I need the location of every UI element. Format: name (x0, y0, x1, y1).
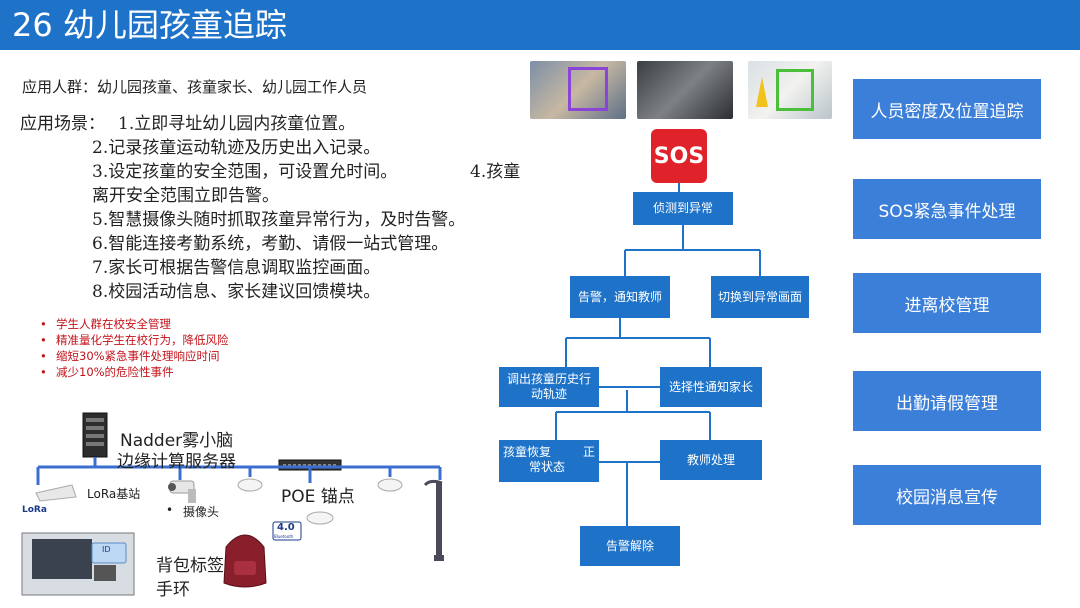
surveillance-photo-fall (748, 61, 832, 119)
flow-history-line1: 调出孩童历史行 (506, 372, 591, 386)
flow-notify-parent-box: 选择性通知家长 (660, 367, 762, 407)
benefits-list: 学生人群在校安全管理 精准量化学生在校行为，降低风险 缩短30%紧急事件处理响应… (40, 316, 229, 380)
audience-text: 应用人群：幼儿园孩童、孩童家长、幼儿园工作人员 (22, 78, 368, 96)
benefit-item: 缩短30%紧急事件处理响应时间 (40, 348, 229, 364)
camera-label: 摄像头 (183, 505, 220, 519)
surveillance-photo-corridor (637, 61, 733, 119)
scenario-3: 3.设定孩童的安全范围，可设置允时间。 (92, 162, 398, 182)
flow-release-box: 告警解除 (580, 526, 680, 566)
page-title: 26 幼儿园孩童追踪 (12, 6, 287, 44)
surveillance-photo-crowd (530, 61, 626, 119)
scenario-1: 1.立即寻址幼儿园内孩童位置。 (118, 114, 356, 134)
flow-recover-mid: 正 (583, 445, 596, 459)
scenario-prefix: 应用场景： (20, 114, 105, 134)
flow-switch-view-box: 切换到异常画面 (711, 276, 809, 318)
bluetooth-word: Bluetooth (274, 534, 294, 539)
backpack-icon (223, 534, 267, 588)
flow-recover-line1: 孩童恢复 (503, 445, 552, 459)
tag-label-line1: 背包标签 (156, 556, 224, 576)
bluetooth-version: 4.0 (277, 522, 295, 533)
flow-detect-box: 侦测到异常 (633, 192, 733, 225)
server-label-line1: Nadder雾小脑 (120, 431, 234, 451)
sos-icon: SOS (651, 129, 707, 183)
flow-history-line2: 动轨迹 (530, 387, 567, 401)
camera-bullet: • (166, 503, 174, 517)
flow-recover-box: 孩童恢复 正 常状态 (499, 440, 599, 482)
benefit-item: 学生人群在校安全管理 (40, 316, 229, 332)
scenario-5: 5.智慧摄像头随时抓取孩童异常行为，及时告警。 (92, 210, 466, 230)
poe-anchor-icon (237, 478, 403, 525)
sos-text: SOS (653, 143, 705, 169)
module-entry-exit: 进离校管理 (853, 273, 1041, 333)
module-density-tracking: 人员密度及位置追踪 (853, 79, 1041, 139)
bluetooth-badge-icon (272, 521, 302, 541)
benefit-item: 减少10%的危险性事件 (40, 364, 229, 380)
flow-teacher-handle-box: 教师处理 (660, 440, 762, 480)
id-card-text: ID (102, 545, 111, 554)
module-campus-news: 校园消息宣传 (853, 465, 1041, 525)
scenario-8: 8.校园活动信息、家长建议回馈模块。 (92, 282, 381, 302)
poe-anchor-label: POE 锚点 (281, 487, 355, 507)
scenario-4-start: 4.孩童 (470, 162, 521, 182)
scenario-6: 6.智能连接考勤系统，考勤、请假一站式管理。 (92, 234, 449, 254)
camera-icon (168, 480, 196, 503)
module-attendance-leave: 出勤请假管理 (853, 371, 1041, 431)
title-bar: 26 幼儿园孩童追踪 (0, 0, 1080, 50)
module-sos-handling: SOS紧急事件处理 (853, 179, 1041, 239)
edge-server-icon (82, 412, 108, 458)
scenario-4-end: 离开安全范围立即告警。 (92, 186, 279, 206)
flow-alert-teacher-box: 告警，通知教师 (570, 276, 670, 318)
id-card-icon (91, 542, 127, 564)
lora-base-station-icon (35, 484, 77, 502)
benefit-item: 精准量化学生在校行为，降低风险 (40, 332, 229, 348)
flow-recover-line2: 常状态 (529, 460, 566, 474)
lora-logo: LoRa (22, 505, 47, 515)
flow-history-box: 调出孩童历史行 动轨迹 (499, 367, 599, 407)
lamp-post-icon (423, 479, 444, 561)
lora-station-label: LoRa基站 (87, 487, 141, 501)
hardware-diagram (21, 412, 444, 596)
scenario-2: 2.记录孩童运动轨迹及历史出入记录。 (92, 138, 381, 158)
server-label-line2: 边缘计算服务器 (117, 452, 236, 472)
tag-label-line2: 手环 (156, 580, 190, 600)
scenario-7: 7.家长可根据告警信息调取监控画面。 (92, 258, 381, 278)
